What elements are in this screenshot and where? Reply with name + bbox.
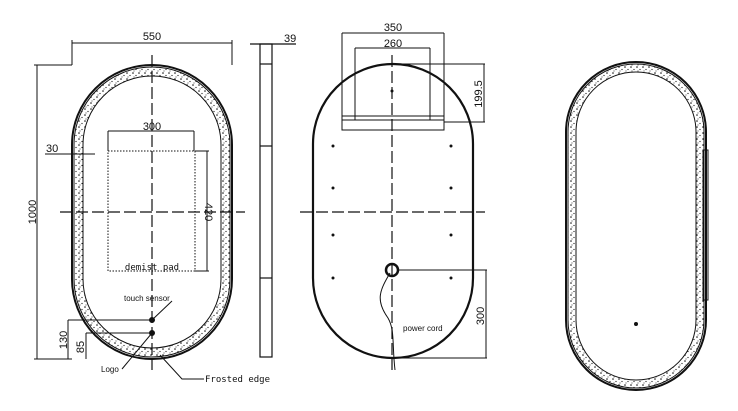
bracket-outer-dim: 350 <box>384 22 402 34</box>
back-outline <box>311 62 475 360</box>
hanging-bracket <box>341 115 445 131</box>
power-cord-label: power cord <box>403 324 443 333</box>
back-view: 350 260 199.5 300 power cord <box>300 22 487 371</box>
cord-height-dim: 300 <box>475 307 487 325</box>
bracket-inner-dim: 260 <box>384 38 402 50</box>
perspective-view <box>565 61 709 391</box>
border-dim: 30 <box>46 143 58 155</box>
height-dim: 1000 <box>27 200 39 224</box>
pad-width-dim: 300 <box>143 121 161 133</box>
sensor-offset-dim: 130 <box>58 331 70 349</box>
side-view: 39 <box>250 33 296 358</box>
bracket-top-dim: 199.5 <box>473 80 485 108</box>
depth-dim: 39 <box>284 33 296 45</box>
front-view: 550 1000 30 300 420 demist pad 130 85 to… <box>27 31 270 385</box>
mounting-points <box>331 89 453 280</box>
touch-sensor-label: touch sensor <box>124 294 170 303</box>
power-cord <box>379 272 396 371</box>
demister-label: demist pad <box>125 263 179 273</box>
logo-label: Logo <box>101 365 119 374</box>
logo-offset-dim: 85 <box>75 341 87 353</box>
perspective-outline <box>565 61 707 391</box>
width-dim: 550 <box>143 31 161 43</box>
demister-pad <box>107 150 196 272</box>
frosted-edge-label: Frosted edge <box>205 375 270 385</box>
pad-height-dim: 420 <box>202 203 214 221</box>
